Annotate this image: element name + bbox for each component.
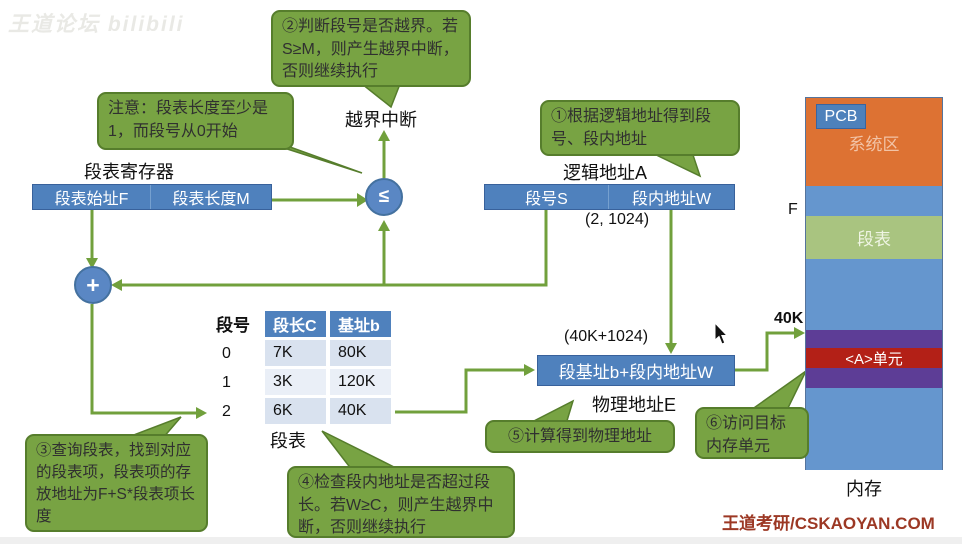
logical-address-label: 逻辑地址A: [563, 163, 648, 183]
segment-table-register-box: 段表始址F 段表长度M: [32, 184, 272, 210]
memory-segment-block: [806, 368, 942, 388]
memory-segment-block: [806, 330, 942, 348]
pcb-block: PCB: [816, 104, 866, 129]
table-cell: 3K: [265, 369, 326, 395]
register-length-cell: 段表长度M: [150, 185, 271, 209]
segment-table-register-label: 段表寄存器: [84, 162, 174, 182]
memory-free-block: [806, 186, 942, 216]
offset-40k-label: 40K: [774, 310, 804, 327]
callout-step4: ④检查段内地址是否超过段长。若W≥C，则产生越界中断，否则继续执行: [287, 466, 515, 538]
memory-column: PCB 系统区 段表 <A>单元: [805, 97, 943, 470]
table-row-number: 0: [222, 345, 231, 362]
table-cell: 80K: [330, 340, 391, 366]
mouse-cursor: [714, 323, 729, 345]
callout-note: 注意：段表长度至少是1，而段号从0开始: [97, 92, 294, 150]
memory-system-area: PCB 系统区: [806, 98, 942, 186]
callout-step3: ③查询段表，找到对应的段表项，段表项的存放地址为F+S*段表项长度: [25, 434, 208, 532]
table-cell: 120K: [330, 369, 391, 395]
segment-offset-cell: 段内地址W: [608, 185, 734, 209]
f-pointer-label: F: [788, 201, 798, 218]
memory-label: 内存: [846, 479, 882, 499]
memory-free-block: [806, 388, 942, 470]
out-of-bounds-interrupt-label: 越界中断: [345, 110, 417, 130]
physical-address-calc: (40K+1024): [564, 328, 649, 345]
table-row-number: 2: [222, 403, 231, 420]
segment-number-column-header: 段号: [216, 316, 250, 335]
memory-target-cell: <A>单元: [806, 348, 942, 368]
table-cell: 6K: [265, 398, 326, 424]
table-row-number: 1: [222, 374, 231, 391]
callout-step2: ②判断段号是否越界。若S≥M，则产生越界中断，否则继续执行: [271, 10, 471, 87]
bottom-strip: [0, 537, 962, 544]
table-header-length: 段长C: [265, 311, 326, 337]
table-cell: 7K: [265, 340, 326, 366]
logical-address-box: 段号S 段内地址W: [484, 184, 735, 210]
physical-address-label: 物理地址E: [592, 395, 677, 415]
callout-step5: ⑤计算得到物理地址: [485, 420, 675, 453]
physical-address-box: 段基址b+段内地址W: [537, 355, 735, 386]
memory-free-block: [806, 259, 942, 330]
add-operator-circle: +: [74, 266, 112, 304]
system-area-label: 系统区: [848, 135, 900, 154]
watermark-bottom: 王道考研/CSKAOYAN.COM: [722, 514, 935, 533]
callout-step6: ⑥访问目标内存单元: [695, 407, 809, 459]
callout-step1: ①根据逻辑地址得到段号、段内地址: [540, 100, 740, 156]
memory-segment-table-block: 段表: [806, 216, 942, 259]
watermark-top: 王道论坛 bilibili: [8, 13, 185, 36]
table-cell: 40K: [330, 398, 391, 424]
table-header-base: 基址b: [330, 311, 391, 337]
logical-address-value: (2, 1024): [585, 211, 650, 228]
register-base-cell: 段表始址F: [54, 191, 129, 208]
segment-table-caption: 段表: [270, 431, 306, 451]
segment-number-cell: 段号S: [525, 191, 568, 208]
compare-operator-circle: ≤: [365, 178, 403, 216]
